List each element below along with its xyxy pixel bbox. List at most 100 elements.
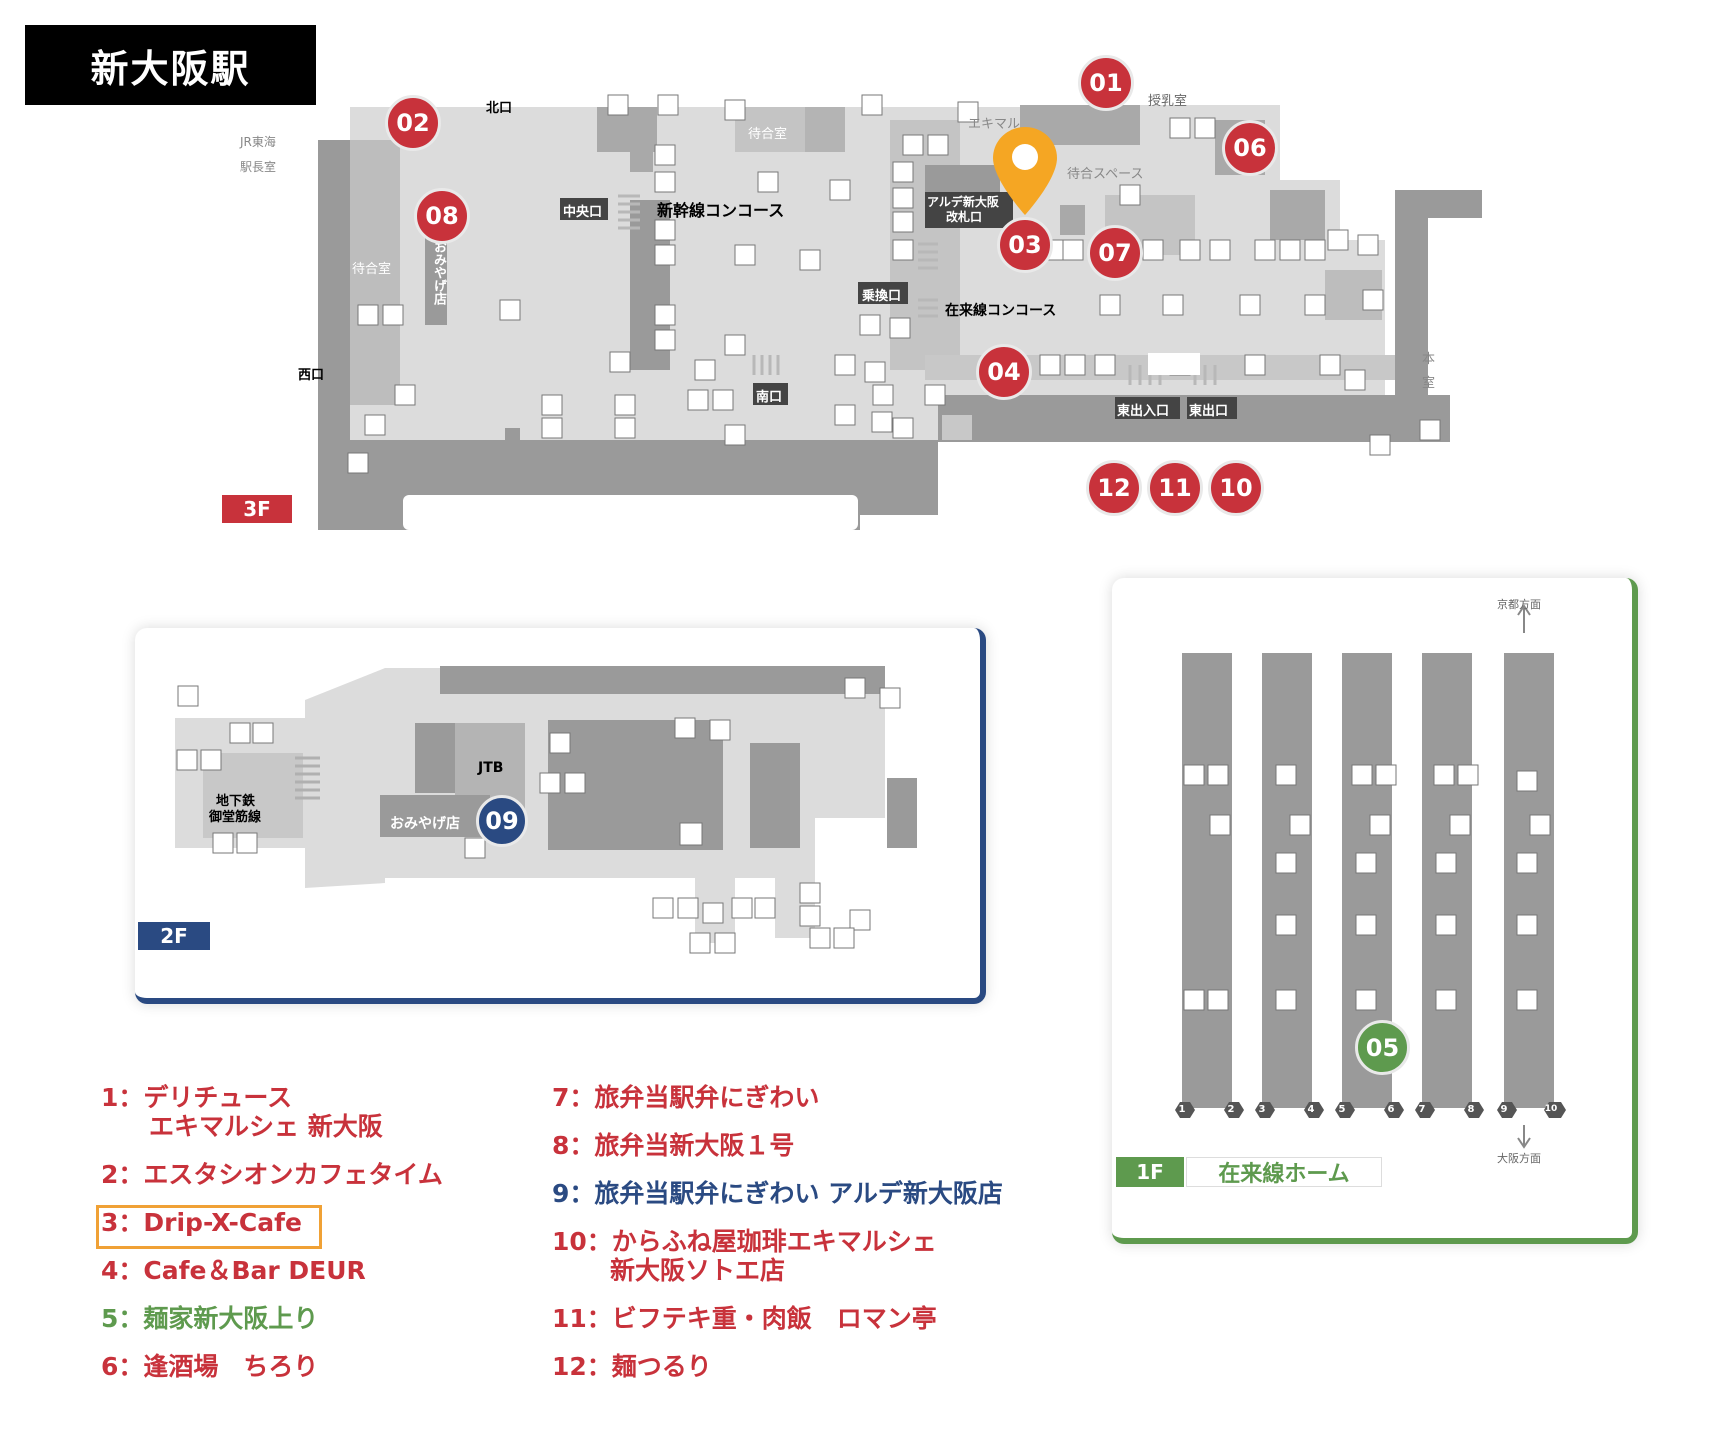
station-title: 新大阪駅 [25,25,316,105]
subway-label-2: 御堂筋線 [209,810,262,825]
east-entrance-label: 東出入口 [1117,404,1170,419]
track-8: 8 [1467,1104,1475,1115]
legend-item: 1：デリチュースエキマルシェ 新大阪 [101,1083,443,1141]
floor-badge-3f: 3F [243,497,271,521]
waiting-room-west-label: 待合室 [352,262,392,277]
legend-item-label: 11：ビフテキ重・肉飯 ロマン亭 [552,1304,1003,1333]
legend-item-number: 5： [101,1304,144,1333]
marker-10[interactable]: 10 [1208,460,1264,516]
highlight-box [96,1205,322,1249]
legend-item-text: 麺つるり [611,1352,712,1381]
north-exit-label: 北口 [486,101,513,116]
floor-1f-map [1175,604,1566,1149]
kyoto-direction-label: 京都方面 [1497,598,1541,611]
track-2: 2 [1227,1104,1235,1115]
track-10: 10 [1544,1104,1558,1114]
legend-item-number: 6： [101,1352,144,1381]
marker-05[interactable]: 05 [1355,1020,1410,1075]
shinkansen-concourse-label: 新幹線コンコース [657,201,785,220]
legend-item-text: エスタシオンカフェタイム [143,1160,443,1189]
legend-item-text: 旅弁当新大阪１号 [594,1131,795,1160]
ekimal-label: エキマル [968,117,1021,132]
legend-item-number: 12： [552,1352,612,1381]
legend-item-text: Drip-X-Cafe [143,1208,302,1237]
legend-item: 4：Cafe＆Bar DEUR [101,1256,443,1285]
marker-03[interactable]: 03 [997,217,1053,273]
marker-07[interactable]: 07 [1087,225,1143,281]
marker-09[interactable]: 09 [476,795,528,847]
legend-item-number: 9： [552,1179,595,1208]
legend-item-text: 旅弁当駅弁にぎわい [594,1083,820,1112]
legend-item-label: 3：Drip-X-Cafe [101,1208,443,1237]
floor-3f-map [222,94,1482,530]
legend-item-text: ビフテキ重・肉飯 ロマン亭 [611,1304,937,1333]
central-exit-label: 中央口 [563,205,603,220]
legend-item-subline: エキマルシェ 新大阪 [149,1112,383,1141]
marker-12[interactable]: 12 [1086,460,1142,516]
legend-item-label: 2：エスタシオンカフェタイム [101,1160,443,1189]
south-exit-label: 南口 [756,390,783,405]
legend-item: 2：エスタシオンカフェタイム [101,1160,443,1189]
platform-label: 在来線ホーム [1186,1157,1382,1187]
floor-badge-1f: 1F [1116,1157,1184,1187]
marker-02[interactable]: 02 [385,95,441,151]
location-pin-icon[interactable] [990,125,1060,217]
legend-item: 9：旅弁当駅弁にぎわい アルデ新大阪店 [552,1179,1003,1208]
legend-right-column: 7：旅弁当駅弁にぎわい 8：旅弁当新大阪１号 9：旅弁当駅弁にぎわい アルデ新大阪店… [552,1083,1003,1400]
east-exit-label: 東出口 [1189,404,1229,419]
legend-item-subline: 新大阪ソトエ店 [610,1256,786,1285]
souvenir-2f-label: おみやげ店 [390,816,460,832]
legend-item-label: 5：麺家新大阪上り [101,1304,443,1333]
track-6: 6 [1387,1104,1395,1115]
legend-item-number: 1： [101,1083,144,1112]
legend-item: 11：ビフテキ重・肉飯 ロマン亭 [552,1304,1003,1333]
legend-item-text: 旅弁当駅弁にぎわい アルデ新大阪店 [594,1179,1003,1208]
legend-item: 8：旅弁当新大阪１号 [552,1131,1003,1160]
arde-gate-label-2: 改札口 [946,210,983,224]
legend-item: 6：逢酒場 ちろり [101,1352,443,1381]
legend-item-label: 9：旅弁当駅弁にぎわい アルデ新大阪店 [552,1179,1003,1208]
marker-06[interactable]: 06 [1222,120,1278,176]
legend-item: 3：Drip-X-Cafe [101,1208,443,1237]
track-5: 5 [1338,1104,1346,1115]
legend-item: 7：旅弁当駅弁にぎわい [552,1083,1003,1112]
souvenir-shop-label: おみやげ店 [431,240,446,305]
main-office-label-1: 本 [1422,352,1436,367]
legend-item-number: 10： [552,1227,612,1256]
marker-11[interactable]: 11 [1147,460,1203,516]
legend-item-number: 3： [101,1208,144,1237]
marker-04[interactable]: 04 [976,344,1032,400]
legend-item-text: Cafe＆Bar DEUR [143,1256,366,1285]
jr-tokai-label: JR東海 [240,135,276,149]
waiting-space-label: 待合スペース [1067,167,1144,182]
zairai-concourse-label: 在来線コンコース [945,303,1057,319]
transfer-gate-label: 乗換口 [862,289,902,304]
legend-item-label: 6：逢酒場 ちろり [101,1352,443,1381]
track-3: 3 [1258,1104,1266,1115]
legend-item-number: 2： [101,1160,144,1189]
legend-item-number: 4： [101,1256,144,1285]
track-1: 1 [1178,1104,1186,1115]
legend-item-number: 7： [552,1083,595,1112]
legend-item-label: 12：麺つるり [552,1352,1003,1381]
osaka-direction-label: 大阪方面 [1497,1152,1541,1165]
marker-08[interactable]: 08 [414,188,470,244]
floor-2f-map [175,666,917,954]
legend-item: 5：麺家新大阪上り [101,1304,443,1333]
jtb-label: JTB [478,760,504,776]
floor-badge-2f: 2F [138,922,210,950]
station-master-label: 駅長室 [240,160,277,174]
legend-item-label: 1：デリチュース [101,1083,443,1112]
west-exit-label: 西口 [298,368,325,383]
nursing-room-label: 授乳室 [1148,94,1188,109]
legend-item-label: 8：旅弁当新大阪１号 [552,1131,1003,1160]
track-9: 9 [1500,1104,1508,1115]
waiting-room-label: 待合室 [748,127,788,142]
legend-item-label: 4：Cafe＆Bar DEUR [101,1256,443,1285]
track-7: 7 [1418,1104,1426,1115]
legend-item-text: 麺家新大阪上り [143,1304,319,1333]
arde-gate-label-1: アルデ新大阪 [927,195,999,209]
marker-01[interactable]: 01 [1078,55,1134,111]
main-office-label-2: 室 [1422,376,1436,391]
